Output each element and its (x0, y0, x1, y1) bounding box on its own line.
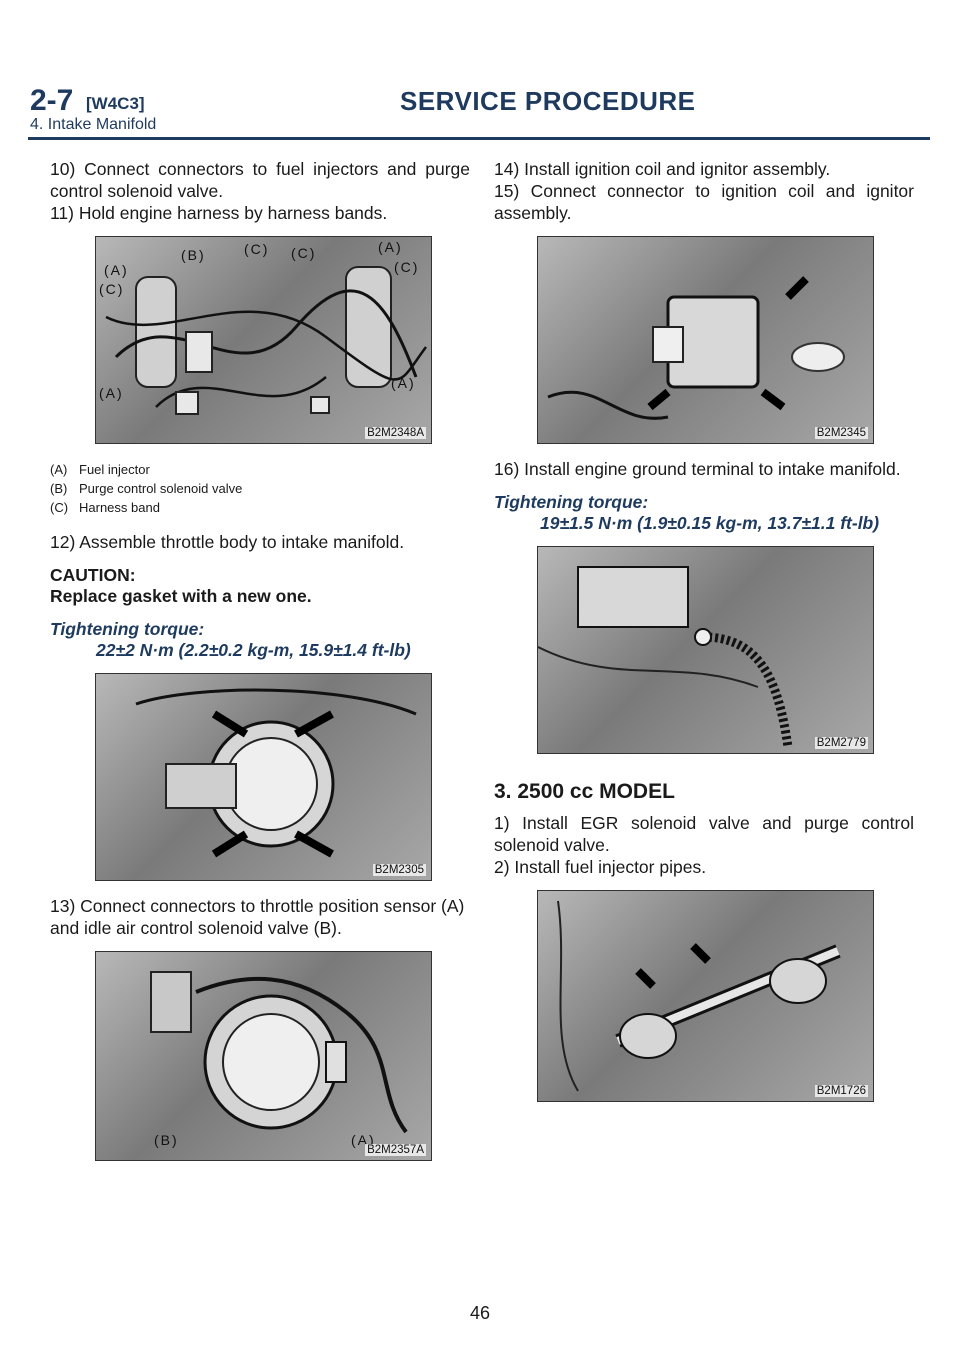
figure-throttle-sensor: (B) (A) B2M2357A (95, 951, 432, 1161)
throttle-sensor-illustration (150, 971, 408, 1134)
step-15: 15) Connect connector to ignition coil a… (494, 181, 914, 223)
step-12: 12) Assemble throttle body to intake man… (50, 532, 405, 552)
step-14: 14) Install ignition coil and ignitor as… (494, 159, 831, 179)
step-2: 2) Install fuel injector pipes. (494, 857, 707, 877)
callout-a: (A) (99, 385, 124, 401)
figure-ignition-coil: B2M2345 (537, 236, 874, 444)
chapter-number: 2-7 (30, 84, 74, 117)
figure-id: B2M2348A (365, 427, 426, 439)
figure-id: B2M2357A (365, 1144, 426, 1156)
fuel-pipe-illustration (557, 900, 841, 1092)
torque-heading: Tightening torque: (50, 619, 205, 639)
left-column: 10) Connect connectors to fuel injectors… (50, 158, 470, 1161)
step-11: 11) Hold engine harness by harness bands… (50, 203, 388, 223)
callout-b: (B) (154, 1132, 179, 1148)
torque-value: 19±1.5 N·m (1.9±0.15 kg-m, 13.7±1.1 ft-l… (540, 513, 880, 533)
legend-item: (A)Fuel injector (50, 462, 150, 477)
figure-ground-terminal: B2M2779 (537, 546, 874, 754)
caution-text: Replace gasket with a new one. (50, 586, 312, 606)
figure-id: B2M2779 (814, 737, 868, 749)
procedure-code: [W4C3] (86, 94, 145, 113)
torque-value: 22±2 N·m (2.2±0.2 kg-m, 15.9±1.4 ft-lb) (96, 640, 411, 660)
section-heading: 3. 2500 cc MODEL (494, 780, 675, 803)
legend: (A)Fuel injector (B)Purge control soleno… (50, 460, 470, 517)
legend-item: (B)Purge control solenoid valve (50, 481, 243, 496)
step-10: 10) Connect connectors to fuel injectors… (50, 159, 470, 201)
page-title: SERVICE PROCEDURE (400, 86, 696, 116)
right-column: 14) Install ignition coil and ignitor as… (494, 158, 914, 1102)
step-16: 16) Install engine ground terminal to in… (494, 459, 901, 479)
harness-illustration (105, 266, 428, 415)
page-number: 46 (469, 1303, 491, 1323)
torque-heading: Tightening torque: (494, 492, 649, 512)
callout-a: (A) (104, 262, 129, 278)
legend-item: (C)Harness band (50, 500, 160, 515)
section-subtitle: 4. Intake Manifold (30, 116, 157, 133)
figure-harness: (A) (B) (C) (C) (A) (C) (A) (A) (C) B2M2… (95, 236, 432, 444)
caution-heading: CAUTION: (50, 565, 136, 585)
figure-id: B2M2345 (814, 427, 868, 439)
ignition-coil-illustration (547, 276, 845, 420)
figure-id: B2M2305 (372, 864, 426, 876)
throttle-body-illustration (135, 688, 417, 858)
step-1: 1) Install EGR solenoid valve and purge … (494, 813, 914, 855)
callout-a: (A) (391, 375, 416, 391)
callout-c: (C) (99, 281, 125, 297)
figure-fuel-injector-pipes: B2M1726 (537, 890, 874, 1102)
callout-a: (A) (378, 239, 403, 255)
callout-b: (B) (181, 247, 206, 263)
callout-c: (C) (291, 245, 317, 261)
callout-c: (C) (394, 259, 420, 275)
figure-throttle-body: B2M2305 (95, 673, 432, 881)
header-divider (28, 137, 930, 140)
figure-id: B2M1726 (814, 1085, 868, 1097)
step-13: 13) Connect connectors to throttle posit… (50, 896, 465, 938)
callout-c: (C) (244, 241, 270, 257)
ground-terminal-illustration (538, 566, 793, 748)
